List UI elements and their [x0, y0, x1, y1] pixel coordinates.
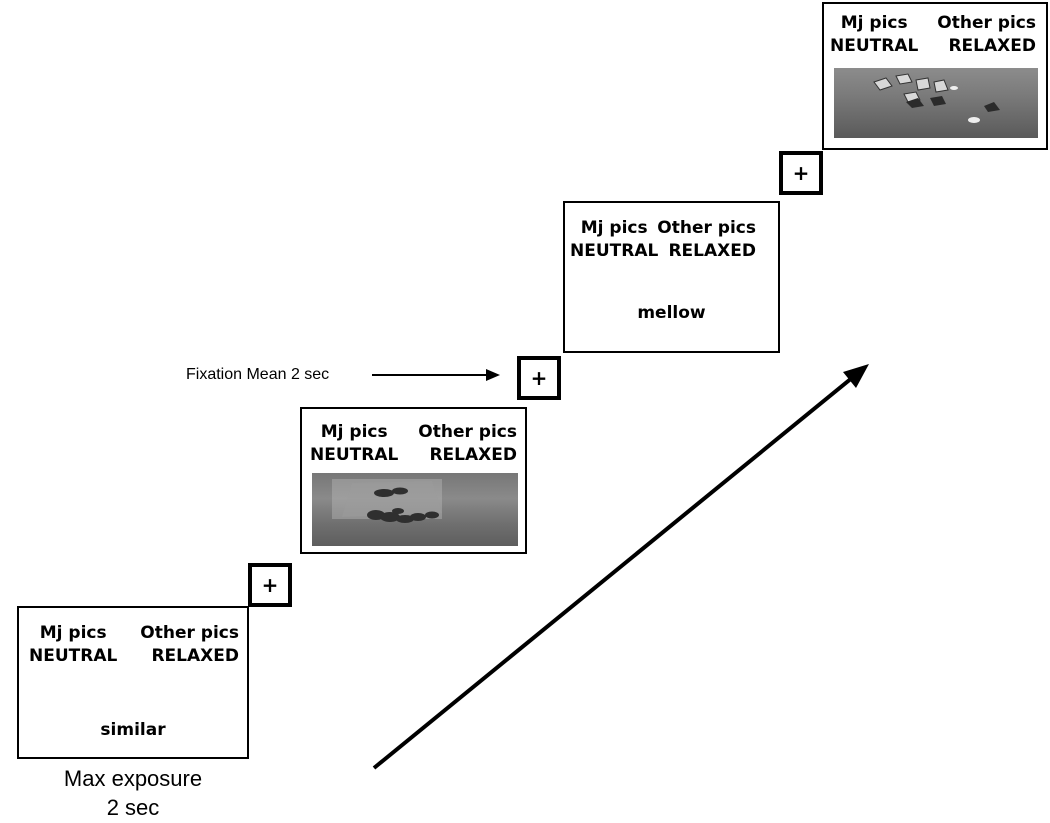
category-right-line1: Other pics: [937, 13, 1036, 33]
foil-pieces-image: [873, 73, 1000, 123]
target-word: mellow: [637, 303, 706, 323]
category-left-line1: Mj pics: [320, 422, 388, 442]
trial-screen-3: Mj pics NEUTRAL Other pics RELAXED mello…: [563, 201, 780, 353]
fixation-duration-label: Fixation Mean 2 sec: [186, 366, 330, 383]
trial-screen-1: Mj pics NEUTRAL Other pics RELAXED simil…: [17, 606, 249, 759]
category-right-line1: Other pics: [657, 218, 756, 238]
target-word: similar: [100, 720, 166, 740]
category-right-line2: RELAXED: [429, 444, 517, 465]
fixation-cross-2: +: [517, 356, 561, 400]
category-left-line2: NEUTRAL: [570, 240, 659, 261]
category-right-line2: RELAXED: [151, 645, 239, 666]
exposure-caption: Max exposure 2 sec: [48, 765, 218, 822]
category-left: Mj pics NEUTRAL: [29, 622, 117, 668]
marijuana-bag-image: [332, 479, 442, 523]
fixation-cross-3: +: [779, 151, 823, 195]
category-left-line2: NEUTRAL: [830, 35, 919, 56]
category-left-line2: NEUTRAL: [310, 444, 399, 465]
category-right: Other pics RELAXED: [418, 421, 517, 467]
category-left: Mj pics NEUTRAL: [830, 12, 918, 58]
category-right: Other pics RELAXED: [657, 217, 756, 263]
foil-pieces-photo: [834, 68, 1038, 138]
diagonal-arrow-icon: [372, 364, 869, 770]
category-left-line1: Mj pics: [580, 218, 648, 238]
trial-screen-4: Mj pics NEUTRAL Other pics RELAXED: [822, 2, 1048, 150]
category-right: Other pics RELAXED: [140, 622, 239, 668]
right-arrow-icon: [372, 369, 500, 381]
category-right-line1: Other pics: [418, 422, 517, 442]
trial-screen-2: Mj pics NEUTRAL Other pics RELAXED: [300, 407, 527, 554]
exposure-caption-line2: 2 sec: [106, 794, 160, 820]
category-left: Mj pics NEUTRAL: [570, 217, 658, 263]
category-right-line2: RELAXED: [948, 35, 1036, 56]
category-right-line1: Other pics: [140, 623, 239, 643]
category-left: Mj pics NEUTRAL: [310, 421, 398, 467]
category-left-line1: Mj pics: [39, 623, 107, 643]
marijuana-bag-photo: [312, 473, 518, 546]
fixation-cross-1: +: [248, 563, 292, 607]
category-right: Other pics RELAXED: [937, 12, 1036, 58]
category-left-line2: NEUTRAL: [29, 645, 118, 666]
exposure-caption-line1: Max exposure: [63, 766, 203, 791]
category-right-line2: RELAXED: [668, 240, 756, 261]
category-left-line1: Mj pics: [840, 13, 908, 33]
